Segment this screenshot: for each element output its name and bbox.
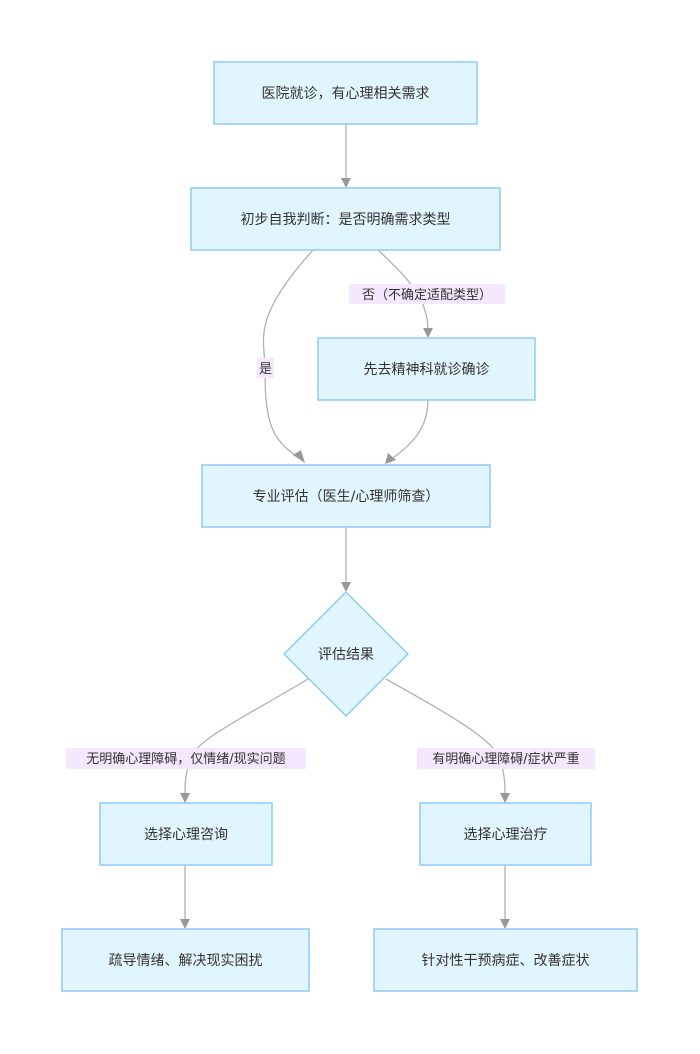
edge-label-background — [66, 748, 306, 769]
node-therapy-outcome[interactable]: 针对性干预病症、改善症状 — [373, 928, 638, 992]
node-label: 初步自我判断：是否明确需求类型 — [241, 211, 451, 228]
node-label: 选择心理治疗 — [464, 827, 548, 843]
nodes: 医院就诊，有心理相关需求 初步自我判断：是否明确需求类型 先去精神科就诊确诊 专… — [61, 61, 638, 992]
edge-result-to-counseling — [184, 678, 309, 796]
edge-labels: 是 否（不确定适配类型） 无明确心理障碍，仅情绪/现实问题 有明确心理障碍/症状… — [66, 284, 595, 769]
arrow-head — [423, 328, 433, 338]
node-label: 先去精神科就诊确诊 — [364, 362, 490, 378]
arrow-head — [180, 919, 190, 929]
arrow-head — [385, 453, 396, 464]
node-label: 疏导情绪、解决现实困扰 — [109, 953, 263, 969]
node-diamond — [282, 590, 410, 718]
edge-label-background — [349, 284, 505, 304]
node-box — [419, 802, 592, 866]
edge-label-text: 是 — [259, 362, 272, 377]
node-box — [190, 187, 501, 251]
arrow-head — [341, 582, 351, 592]
edge-psychiatry-to-assessment — [392, 399, 429, 459]
node-counseling-outcome[interactable]: 疏导情绪、解决现实困扰 — [61, 928, 310, 992]
edge-label-yes: 是 — [257, 358, 274, 378]
node-counseling[interactable]: 选择心理咨询 — [99, 802, 273, 866]
node-result[interactable]: 评估结果 — [282, 590, 410, 718]
node-box — [213, 61, 478, 125]
edge-self-judge-to-assessment-yes — [262, 249, 314, 459]
edge-label-text: 有明确心理障碍/症状严重 — [432, 751, 579, 767]
node-self-judge[interactable]: 初步自我判断：是否明确需求类型 — [190, 187, 501, 251]
arrow-head — [293, 450, 305, 463]
node-start[interactable]: 医院就诊，有心理相关需求 — [213, 61, 478, 125]
edge-label-no: 否（不确定适配类型） — [349, 284, 505, 304]
edge-label-has-disorder: 有明确心理障碍/症状严重 — [417, 748, 595, 769]
node-box — [201, 464, 491, 528]
arrow-head — [180, 793, 190, 803]
node-label: 评估结果 — [318, 647, 374, 663]
node-label: 针对性干预病症、改善症状 — [422, 953, 590, 969]
arrow-head — [500, 919, 510, 929]
node-box — [99, 802, 273, 866]
node-assessment[interactable]: 专业评估（医生/心理师筛查） — [201, 464, 491, 528]
node-box — [317, 337, 536, 401]
edge-label-no-disorder: 无明确心理障碍，仅情绪/现实问题 — [66, 748, 306, 769]
arrow-head — [500, 793, 510, 803]
edge-label-background — [257, 358, 274, 378]
arrow-head — [341, 178, 351, 188]
node-psychiatry[interactable]: 先去精神科就诊确诊 — [317, 337, 536, 401]
edge-label-text: 无明确心理障碍，仅情绪/现实问题 — [86, 752, 285, 767]
node-therapy[interactable]: 选择心理治疗 — [419, 802, 592, 866]
edge-result-to-therapy — [385, 678, 506, 796]
node-label: 医院就诊，有心理相关需求 — [262, 86, 430, 102]
node-label: 专业评估（医生/心理师筛查） — [253, 489, 440, 505]
edge-label-text: 否（不确定适配类型） — [362, 288, 492, 303]
edge-label-background — [417, 748, 595, 769]
node-box — [61, 928, 310, 992]
node-box — [373, 928, 638, 992]
node-label: 选择心理咨询 — [144, 827, 228, 843]
